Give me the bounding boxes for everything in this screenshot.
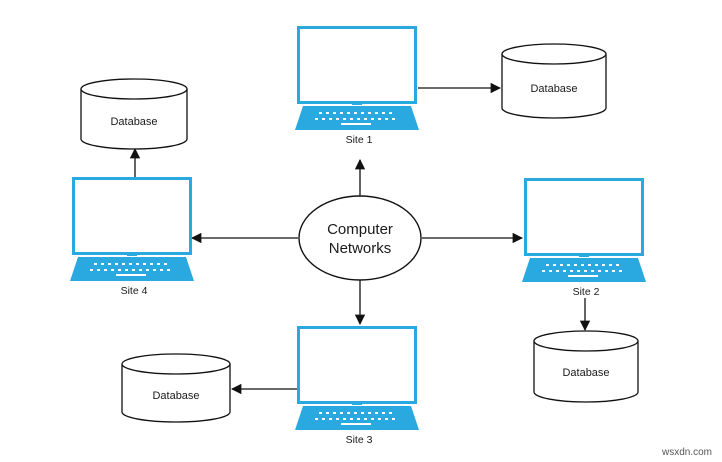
hub-ellipse — [298, 195, 422, 281]
laptop-site3: Site 3 — [295, 326, 419, 446]
laptop-site1: Site 1 — [295, 26, 419, 146]
site2-label: Site 2 — [573, 286, 600, 298]
site1-label: Site 1 — [346, 134, 373, 146]
database-icon — [501, 54, 607, 119]
watermark-text: wsxdn.com — [661, 447, 712, 458]
db2-label: Database — [562, 367, 609, 379]
laptop-site2: Site 2 — [522, 178, 646, 298]
db1-label: Database — [530, 83, 577, 95]
database-db1: Database — [501, 43, 607, 119]
laptop-icon — [297, 26, 417, 104]
database-icon — [121, 364, 231, 423]
laptop-site4: Site 4 — [70, 177, 194, 297]
laptop-icon — [72, 177, 192, 255]
database-db3: Database — [121, 353, 231, 423]
site4-label: Site 4 — [121, 285, 148, 297]
database-db2: Database — [533, 330, 639, 403]
hub-label-line2: Networks — [329, 240, 392, 257]
hub-label-line1: Computer — [327, 221, 393, 238]
database-db4: Database — [80, 78, 188, 150]
db3-label: Database — [152, 390, 199, 402]
db4-label: Database — [110, 116, 157, 128]
hub-node: Computer Networks — [298, 195, 422, 281]
site3-label: Site 3 — [346, 434, 373, 446]
database-icon — [80, 89, 188, 150]
laptop-icon — [524, 178, 644, 256]
database-icon — [533, 341, 639, 403]
laptop-icon — [297, 326, 417, 404]
connections — [129, 82, 591, 395]
